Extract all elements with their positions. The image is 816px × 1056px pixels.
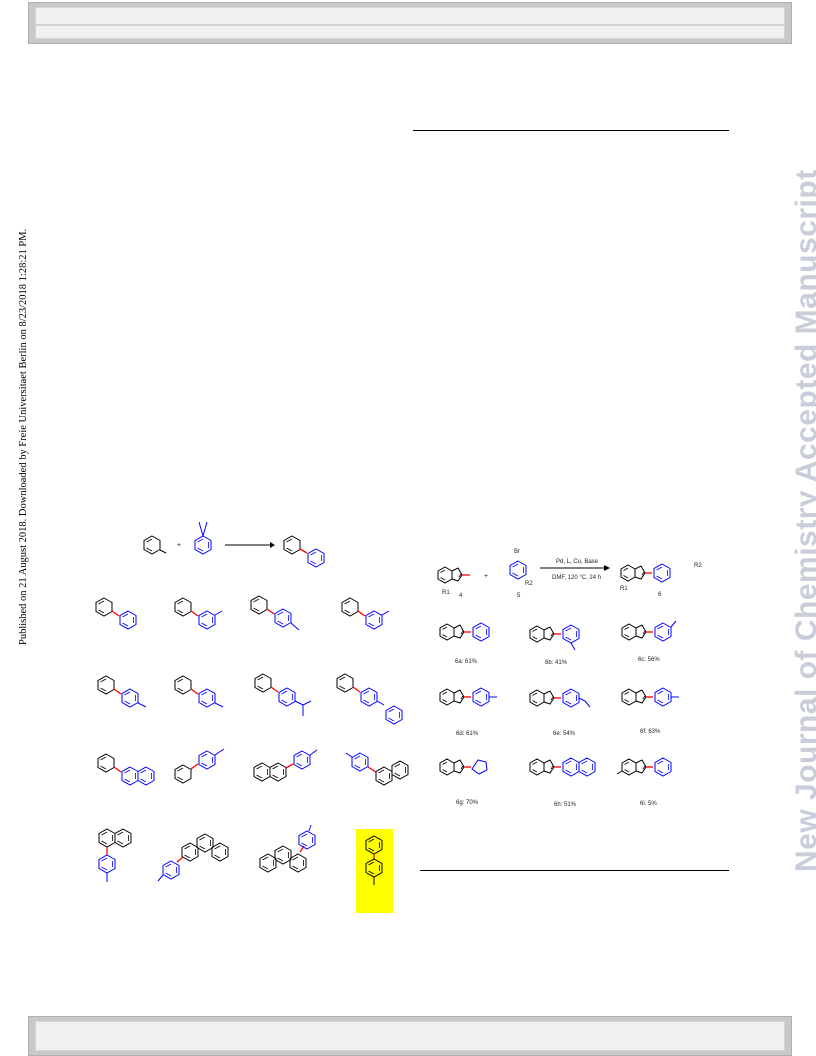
product-6d-label: 6d: 61% [456, 731, 479, 737]
left-row-3 [97, 748, 409, 786]
left-scheme-equation: + [143, 521, 325, 568]
product-6c-label: 6c: 56% [638, 657, 660, 663]
header-bar-bottom-strip [35, 25, 785, 39]
r2-label-reagent: R2 [525, 581, 533, 587]
left-row-2 [97, 673, 403, 725]
footer-bar-strip [35, 1021, 785, 1051]
left-row-1 [95, 595, 390, 631]
br-label: Br [514, 549, 520, 555]
conditions-top: Pd, L, Cu, Base [556, 559, 599, 565]
r1-label: R1 [442, 590, 450, 596]
product-6e-label: 6e: 54% [553, 731, 576, 737]
footer-bar [28, 1016, 792, 1056]
conditions-bottom: DMF, 120 °C, 24 h [552, 575, 601, 581]
compound-6-label: 6 [658, 592, 662, 598]
svg-text:+: + [177, 542, 181, 549]
product-6f-label: 6f: 63% [640, 729, 661, 735]
right-products-row-1: 6a: 61% 6b: 41% 6c: 56% [439, 620, 677, 666]
scheme-bottom-rule [420, 870, 729, 871]
r2-label-product: R2 [694, 563, 702, 569]
right-scheme-equation: R1 4 + Br R2 5 Pd, L, Cu, Base DMF, 120 … [437, 549, 702, 599]
header-bar [28, 2, 792, 44]
product-6i-label: 6i: 5% [640, 801, 657, 807]
highlighted-product-box [356, 829, 393, 913]
svg-text:+: + [484, 573, 488, 580]
r1-label-product: R1 [620, 586, 628, 592]
scheme-top-rule [413, 130, 729, 131]
right-products-row-2: 6d: 61% 6e: 54% 6f: 63% [439, 687, 679, 737]
product-6a-label: 6a: 61% [455, 659, 478, 665]
compound-4-label: 4 [459, 593, 463, 599]
product-6h-label: 6h: 51% [554, 802, 577, 808]
product-6g-label: 6g: 70% [456, 800, 479, 806]
header-bar-top-strip [35, 7, 785, 25]
left-row-4 [98, 824, 383, 885]
right-products-row-3: 6g: 70% 6h: 51% 6i: 5% [439, 757, 672, 808]
product-6b-label: 6b: 41% [545, 660, 568, 666]
compound-5-label: 5 [517, 593, 521, 599]
